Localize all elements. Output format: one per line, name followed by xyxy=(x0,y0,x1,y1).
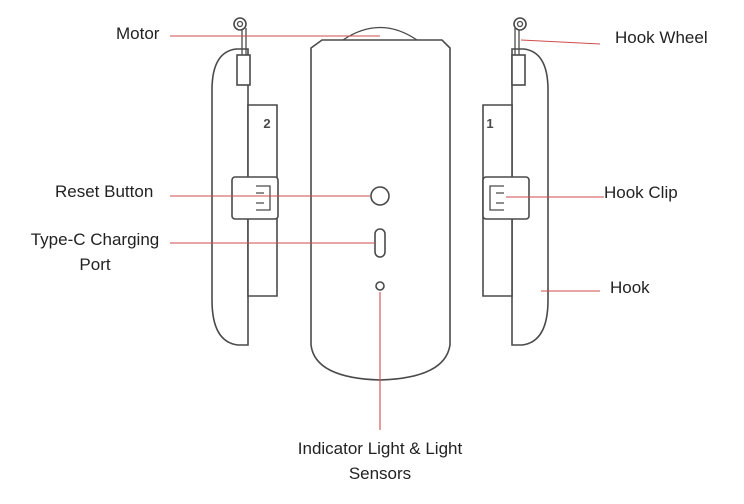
indicator-label-line2: Sensors xyxy=(348,464,412,483)
type-c-port-shape xyxy=(374,228,386,258)
left-hook xyxy=(211,17,279,346)
hook-clip-label: Hook Clip xyxy=(604,183,678,202)
hook-wheel-leader-line xyxy=(520,39,601,45)
indicator-light-shape xyxy=(375,281,385,291)
right-hook xyxy=(482,17,549,346)
left-hook-number: 2 xyxy=(263,116,270,131)
hook-label: Hook xyxy=(610,278,650,297)
indicator-label-line1: Indicator Light & Light xyxy=(297,439,463,458)
reset-button-label: Reset Button xyxy=(55,182,154,201)
hook-wheel-label: Hook Wheel xyxy=(615,28,708,47)
motor-label: Motor xyxy=(116,24,160,43)
type-c-label-line2: Port xyxy=(79,255,111,274)
motor-housing xyxy=(342,26,418,41)
type-c-label-line1: Type-C Charging xyxy=(30,230,160,249)
right-hook-number: 1 xyxy=(486,116,493,131)
reset-button-shape xyxy=(370,186,390,206)
